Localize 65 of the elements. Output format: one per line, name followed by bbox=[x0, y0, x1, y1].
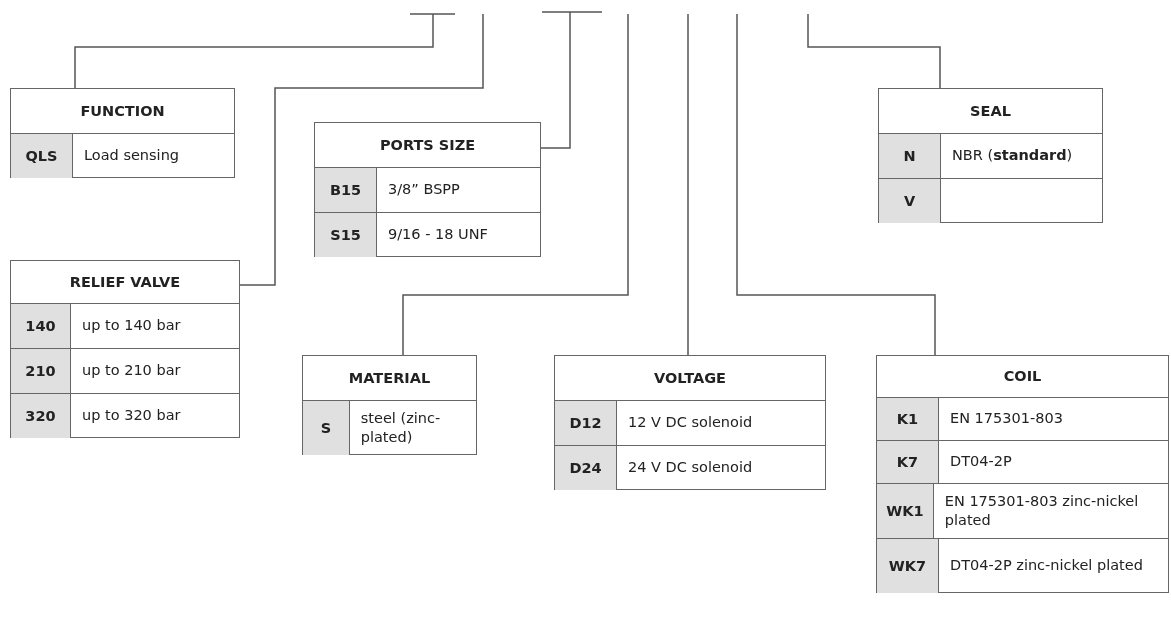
table-header: RELIEF VALVE bbox=[68, 272, 182, 292]
option-description: up to 210 bar bbox=[82, 361, 181, 380]
option-code: D24 bbox=[555, 445, 617, 490]
option-description: up to 320 bar bbox=[82, 406, 181, 425]
table-header: VOLTAGE bbox=[653, 368, 727, 388]
option-code: WK7 bbox=[877, 538, 939, 593]
option-code: B15 bbox=[315, 167, 377, 212]
option-code: 140 bbox=[11, 303, 71, 348]
option-description: 24 V DC solenoid bbox=[628, 458, 753, 477]
table-header: PORTS SIZE bbox=[378, 135, 477, 155]
leader-line bbox=[687, 13, 689, 356]
table-row bbox=[879, 132, 1102, 178]
option-table bbox=[314, 122, 541, 257]
table-row bbox=[315, 166, 540, 212]
table-row bbox=[877, 537, 1168, 593]
leader-line bbox=[736, 13, 936, 356]
option-description: NBR (standard) bbox=[952, 146, 1073, 165]
option-table bbox=[554, 355, 826, 490]
table-row bbox=[303, 399, 476, 455]
leader-line bbox=[239, 13, 484, 286]
option-description: 12 V DC solenoid bbox=[628, 413, 753, 432]
option-code: D12 bbox=[555, 400, 617, 445]
leader-line bbox=[74, 13, 434, 89]
table-row bbox=[315, 211, 540, 257]
option-description: EN 175301-803 bbox=[950, 409, 1063, 428]
table-row bbox=[877, 482, 1168, 538]
table-row bbox=[11, 347, 239, 393]
option-code: K1 bbox=[877, 397, 939, 440]
option-description: 3/8” BSPP bbox=[388, 180, 460, 199]
table-header: MATERIAL bbox=[347, 368, 432, 388]
table-row bbox=[11, 392, 239, 438]
option-code: S bbox=[303, 400, 350, 455]
table-header: COIL bbox=[1002, 367, 1043, 387]
table-row bbox=[555, 444, 825, 490]
option-code: 210 bbox=[11, 348, 71, 393]
table-row bbox=[879, 177, 1102, 223]
table-row bbox=[555, 399, 825, 445]
option-description: 9/16 - 18 UNF bbox=[388, 225, 488, 244]
option-code: 320 bbox=[11, 393, 71, 438]
option-code: N bbox=[879, 133, 941, 178]
table-row bbox=[11, 132, 234, 178]
leader-line bbox=[540, 11, 571, 149]
option-table bbox=[10, 88, 235, 178]
option-description: steel (zinc-plated) bbox=[360, 408, 442, 447]
option-code: S15 bbox=[315, 212, 377, 257]
option-code: WK1 bbox=[877, 483, 934, 538]
option-description: DT04-2P zinc-nickel plated bbox=[950, 556, 1143, 575]
option-code: V bbox=[879, 178, 941, 223]
leader-line bbox=[807, 13, 941, 89]
option-description: up to 140 bar bbox=[82, 316, 181, 335]
table-row bbox=[11, 302, 239, 348]
option-table bbox=[10, 260, 240, 438]
table-header: SEAL bbox=[969, 101, 1012, 121]
table-row bbox=[877, 396, 1168, 440]
option-description: Load sensing bbox=[84, 146, 180, 165]
leader-line bbox=[402, 13, 629, 356]
option-code: K7 bbox=[877, 440, 939, 483]
table-header: FUNCTION bbox=[79, 101, 166, 121]
table-row bbox=[877, 439, 1168, 483]
option-description: DT04-2P bbox=[950, 452, 1012, 471]
option-code: QLS bbox=[11, 133, 73, 178]
option-table bbox=[878, 88, 1103, 223]
option-table bbox=[876, 355, 1169, 593]
option-description: EN 175301-803 zinc-nickel plated bbox=[944, 491, 1140, 530]
option-table bbox=[302, 355, 477, 455]
